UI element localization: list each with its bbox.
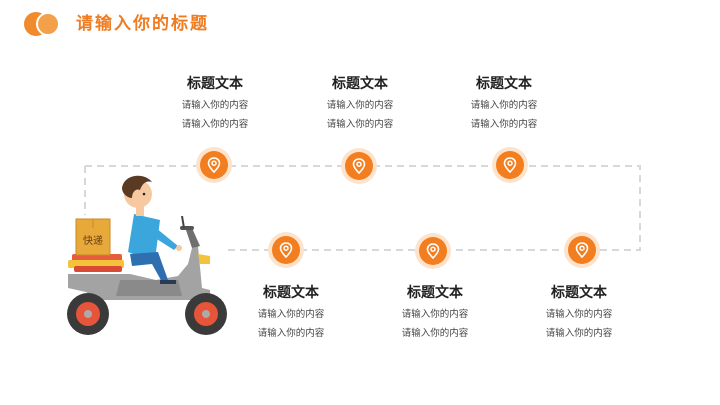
step-desc-line: 请输入你的内容 — [181, 100, 249, 111]
location-pin-icon — [419, 237, 447, 265]
location-pin-icon — [200, 151, 228, 179]
step-title: 标题文本 — [476, 76, 532, 92]
location-pin-icon — [345, 152, 373, 180]
step-desc-line: 请输入你的内容 — [257, 309, 325, 320]
step-card-bottom-2: 标题文本 请输入你的内容 请输入你的内容 — [375, 284, 495, 343]
package-label: 快递 — [83, 234, 103, 247]
step-title: 标题文本 — [263, 285, 319, 301]
step-card-bottom-1: 标题文本 请输入你的内容 请输入你的内容 — [231, 284, 351, 343]
step-card-top-3: 标题文本 请输入你的内容 请输入你的内容 — [444, 75, 564, 134]
step-desc-line: 请输入你的内容 — [401, 309, 469, 320]
step-card-top-2: 标题文本 请输入你的内容 请输入你的内容 — [300, 75, 420, 134]
step-desc-line: 请输入你的内容 — [257, 328, 325, 339]
step-desc-line: 请输入你的内容 — [326, 119, 394, 130]
step-desc-line: 请输入你的内容 — [470, 100, 538, 111]
page-title: 请输入你的标题 — [76, 14, 209, 34]
step-card-top-1: 标题文本 请输入你的内容 请输入你的内容 — [155, 75, 275, 134]
step-desc-line: 请输入你的内容 — [470, 119, 538, 130]
step-desc-line: 请输入你的内容 — [181, 119, 249, 130]
step-desc-line: 请输入你的内容 — [401, 328, 469, 339]
location-pin-icon — [496, 151, 524, 179]
location-pin-icon — [272, 236, 300, 264]
logo-circles-icon — [24, 12, 64, 36]
step-desc-line: 请输入你的内容 — [545, 328, 613, 339]
step-desc-line: 请输入你的内容 — [545, 309, 613, 320]
delivery-scooter-illustration: 快递 — [67, 175, 227, 335]
location-pin-icon — [568, 236, 596, 264]
step-title: 标题文本 — [187, 76, 243, 92]
step-title: 标题文本 — [332, 76, 388, 92]
step-card-bottom-3: 标题文本 请输入你的内容 请输入你的内容 — [519, 284, 639, 343]
step-title: 标题文本 — [551, 285, 607, 301]
step-title: 标题文本 — [407, 285, 463, 301]
step-desc-line: 请输入你的内容 — [326, 100, 394, 111]
